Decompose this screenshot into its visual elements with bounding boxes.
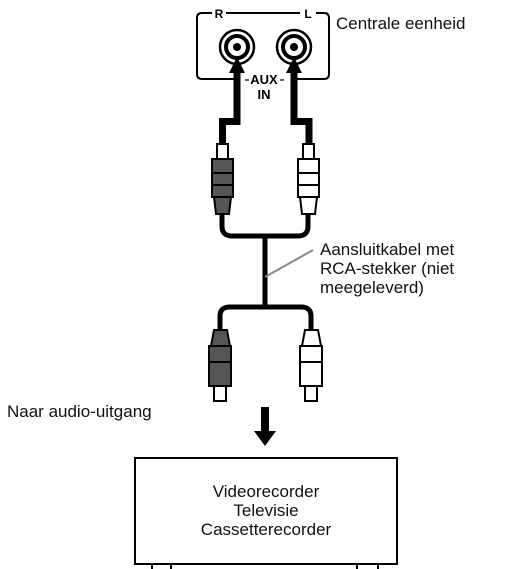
arrow-into-jack-right <box>219 57 245 144</box>
cable-label-leader <box>264 249 314 278</box>
output-label: Naar audio-uitgang <box>7 402 152 421</box>
rca-cable <box>217 214 314 330</box>
cable-label-line-3: meegeleverd) <box>320 278 424 297</box>
device-videorecorder: Videorecorder <box>212 482 320 501</box>
arrow-into-jack-left <box>286 57 313 144</box>
device-cassetterecorder: Cassetterecorder <box>200 520 332 539</box>
cable-label-line-2: RCA-stekker (niet <box>320 259 455 278</box>
central-unit-label: Centrale eenheid <box>336 14 466 33</box>
jack-l-label: L <box>304 7 311 21</box>
source-device-box <box>134 457 398 569</box>
jack-r-label: R <box>215 7 224 21</box>
cable-label-line-1: Aansluitkabel met <box>320 240 455 259</box>
plug-lower-left-channel <box>299 329 323 402</box>
cable-label: Aansluitkabel met RCA-stekker (niet meeg… <box>320 240 454 297</box>
central-unit-panel <box>196 12 330 80</box>
device-list: Videorecorder Televisie Cassetterecorder <box>135 482 397 539</box>
aux-in-label-line2: IN <box>258 87 271 102</box>
down-arrow-icon <box>254 407 276 446</box>
device-televisie: Televisie <box>233 501 299 520</box>
aux-in-label-line1: AUX <box>250 72 278 87</box>
plug-upper-left-channel <box>297 143 320 215</box>
plug-lower-right-channel <box>208 329 232 402</box>
plug-upper-right-channel <box>211 143 234 215</box>
